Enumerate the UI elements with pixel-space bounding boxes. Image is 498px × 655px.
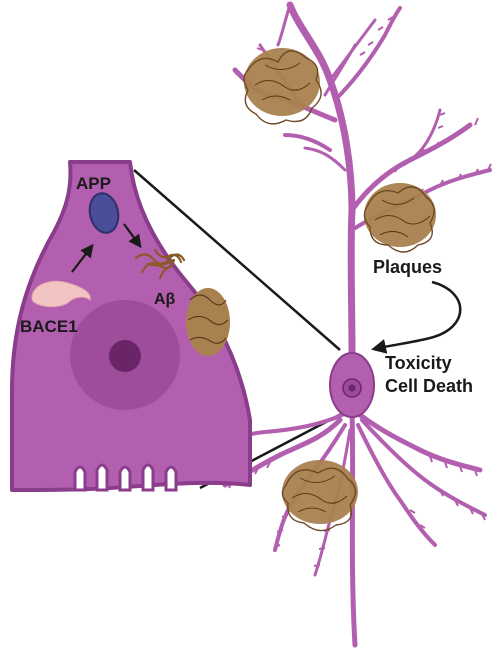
label-app: APP bbox=[76, 174, 111, 193]
cell-plaque bbox=[186, 288, 230, 356]
cell-base-processes bbox=[73, 463, 178, 492]
bace1-enzyme bbox=[31, 280, 91, 308]
arrow-plaques-to-toxicity bbox=[371, 280, 462, 354]
nucleolus bbox=[109, 340, 141, 372]
neuron-soma bbox=[329, 352, 375, 418]
arrow-bace1-to-app bbox=[71, 243, 94, 273]
arrow-app-to-abeta bbox=[123, 223, 142, 249]
app-vesicle bbox=[88, 192, 120, 234]
label-bace1: BACE1 bbox=[20, 317, 78, 336]
label-plaques: Plaques bbox=[373, 257, 442, 277]
label-toxicity: Toxicity bbox=[385, 353, 452, 373]
plaque-middle bbox=[363, 183, 436, 253]
plaque-top bbox=[243, 48, 322, 125]
axon bbox=[349, 407, 358, 648]
zoom-line-top bbox=[133, 169, 341, 351]
apical-dendrite bbox=[286, 1, 356, 359]
abeta-fibers bbox=[134, 248, 186, 280]
label-cell-death: Cell Death bbox=[385, 376, 473, 396]
plaque-bottom bbox=[281, 460, 358, 532]
label-abeta: Aβ bbox=[154, 291, 176, 308]
zoomed-cell bbox=[10, 160, 252, 492]
